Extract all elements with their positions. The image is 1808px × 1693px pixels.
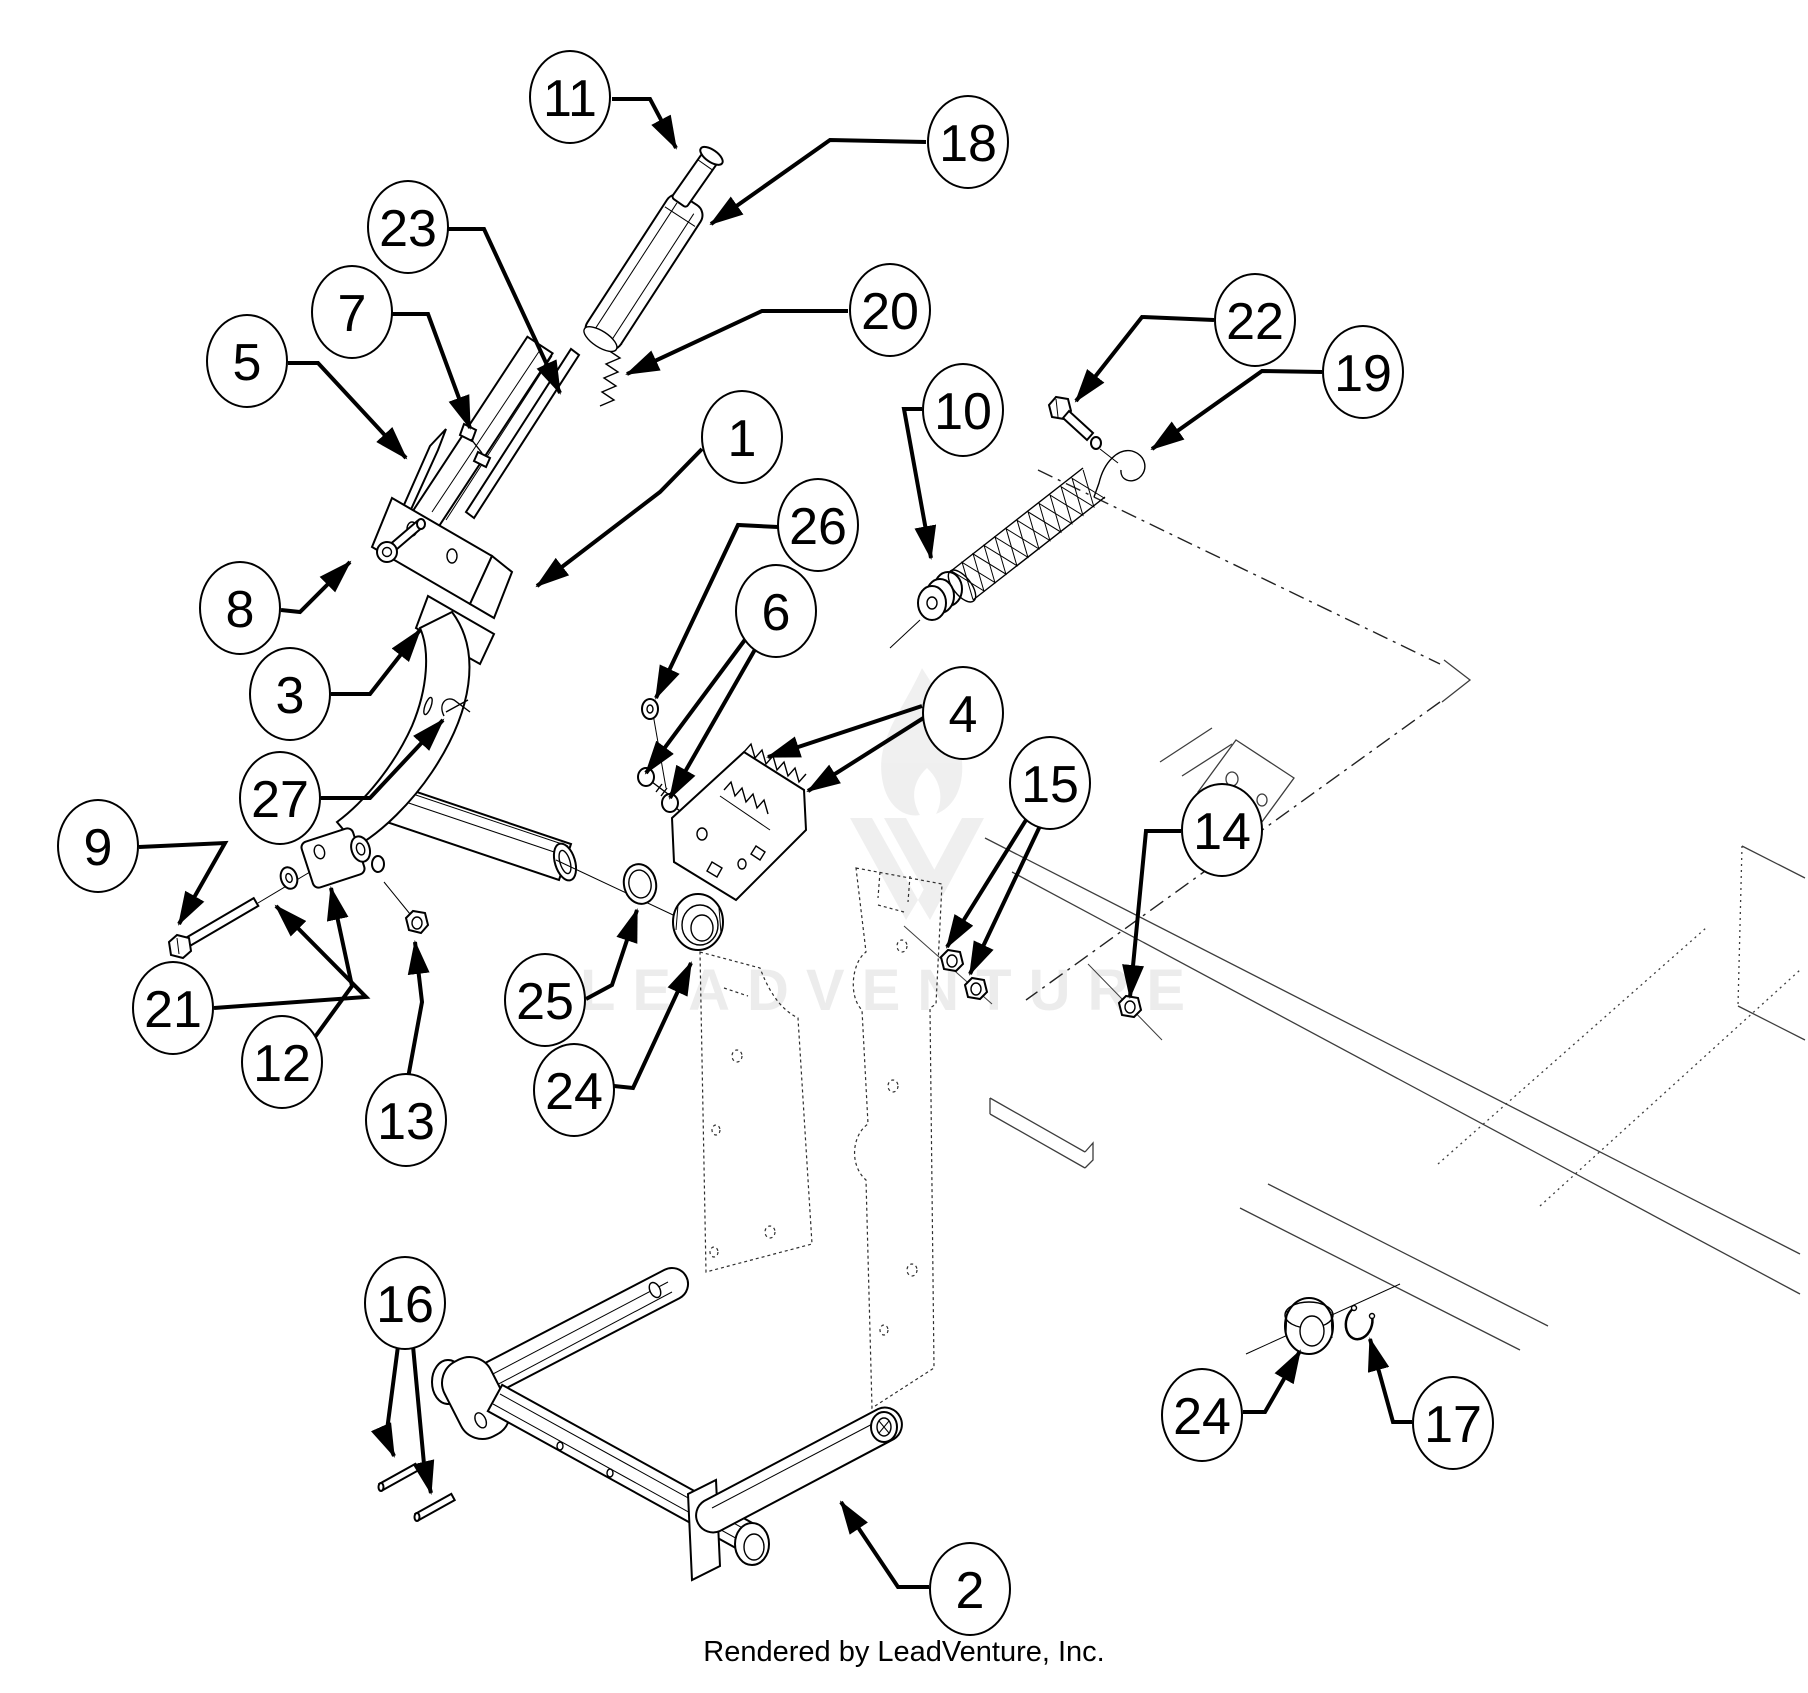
flange-bushing-drawing: [672, 893, 724, 951]
tractor-frame-background: [903, 659, 1806, 1351]
svg-text:5: 5: [233, 334, 262, 392]
svg-text:9: 9: [84, 819, 113, 877]
clevis-pin-drawing: [671, 145, 724, 208]
svg-text:4: 4: [949, 686, 978, 744]
svg-text:12: 12: [253, 1035, 311, 1093]
svg-text:15: 15: [1021, 756, 1079, 814]
callout-17: 17: [1412, 1376, 1494, 1470]
axis-line: [555, 859, 689, 923]
svg-text:20: 20: [861, 283, 919, 341]
handle-grip-drawing: [583, 193, 704, 353]
cotter-pin-drawing: [441, 698, 471, 717]
svg-text:13: 13: [377, 1093, 435, 1151]
spring-spacer-drawing: [889, 571, 963, 649]
callout-2: 2: [929, 1542, 1011, 1636]
svg-text:16: 16: [376, 1276, 434, 1334]
callout-15: 15: [1009, 736, 1091, 830]
callout-26: 26: [777, 478, 859, 572]
callout-25: 25: [504, 953, 586, 1047]
svg-text:26: 26: [789, 498, 847, 556]
svg-text:8: 8: [226, 581, 255, 639]
centerline-upper: [1037, 469, 1441, 665]
svg-text:22: 22: [1226, 293, 1284, 351]
svg-text:24: 24: [1173, 1388, 1231, 1446]
support-plate-left: [699, 951, 813, 1273]
callout-10: 10: [922, 363, 1004, 457]
pivot-block-drawing: [300, 827, 372, 889]
flat-washer-drawing: [279, 866, 299, 890]
callout-11: 11: [529, 50, 611, 144]
lever-bracket-drawing: [370, 496, 514, 666]
svg-text:19: 19: [1334, 345, 1392, 403]
svg-text:17: 17: [1424, 1396, 1482, 1454]
shoulder-bolt-drawing: [376, 518, 426, 563]
small-washer-drawing: [641, 698, 659, 720]
svg-text:18: 18: [939, 115, 997, 173]
svg-text:21: 21: [144, 981, 202, 1039]
callout-1: 1: [701, 390, 783, 484]
callout-27: 27: [239, 751, 321, 845]
hex-nut-drawing: [404, 909, 430, 935]
quadrant-plate-drawing: [670, 742, 808, 902]
callout-19: 19: [1322, 325, 1404, 419]
callout-23: 23: [367, 180, 449, 274]
spring-bolt-drawing: [1047, 395, 1119, 464]
callout-6: 6: [735, 564, 817, 658]
hex-bolt-drawing: [167, 896, 260, 960]
svg-text:24: 24: [545, 1063, 603, 1121]
svg-text:1: 1: [728, 410, 757, 468]
support-plate-right: [852, 867, 943, 1410]
axis-line: [383, 881, 411, 915]
flange-bushing-drawing: [1284, 1297, 1334, 1355]
flange-nut-drawing: [939, 948, 989, 1001]
callout-8: 8: [199, 561, 281, 655]
callout-18: 18: [927, 95, 1009, 189]
svg-text:7: 7: [338, 285, 367, 343]
flange-nut-drawing: [1117, 994, 1143, 1019]
callout-7: 7: [311, 265, 393, 359]
spring-hook-drawing: [1093, 449, 1146, 498]
spacer-ring-drawing: [622, 863, 658, 905]
roll-pin-drawing: [377, 1462, 457, 1522]
callout-22: 22: [1214, 273, 1296, 367]
leader-arrows: [138, 97, 1412, 1589]
pivot-nut-drawing: [371, 855, 385, 873]
callout-14: 14: [1181, 783, 1263, 877]
callout-5: 5: [206, 314, 288, 408]
lift-shaft-assembly-drawing: [431, 1267, 903, 1582]
svg-text:2: 2: [956, 1562, 985, 1620]
callout-4: 4: [922, 666, 1004, 760]
svg-text:25: 25: [516, 973, 574, 1031]
callout-16: 16: [364, 1256, 446, 1350]
extension-spring-drawing: [947, 467, 1106, 603]
svg-text:23: 23: [379, 200, 437, 258]
footer-credit: Rendered by LeadVenture, Inc.: [703, 1636, 1105, 1668]
svg-text:3: 3: [276, 667, 305, 725]
callout-12: 12: [241, 1015, 323, 1109]
callout-9: 9: [57, 799, 139, 893]
callout-20: 20: [849, 263, 931, 357]
callout-13: 13: [365, 1073, 447, 1167]
callout-3: 3: [249, 647, 331, 741]
svg-text:10: 10: [934, 383, 992, 441]
svg-text:27: 27: [251, 771, 309, 829]
callout-24-upper: 24: [533, 1043, 615, 1137]
watermark-text: LEADVENTURE: [580, 958, 1202, 1023]
callout-24-lower: 24: [1161, 1368, 1243, 1462]
callout-balloons: 11 18 23 7 5 20 22 19 10 1 26 6 8 3 4 27…: [57, 50, 1494, 1636]
svg-text:14: 14: [1193, 803, 1251, 861]
compression-spring-drawing: [599, 343, 623, 407]
snap-ring-drawing: [1344, 1304, 1376, 1341]
svg-text:11: 11: [543, 70, 597, 128]
callout-21: 21: [132, 961, 214, 1055]
svg-text:6: 6: [762, 584, 791, 642]
